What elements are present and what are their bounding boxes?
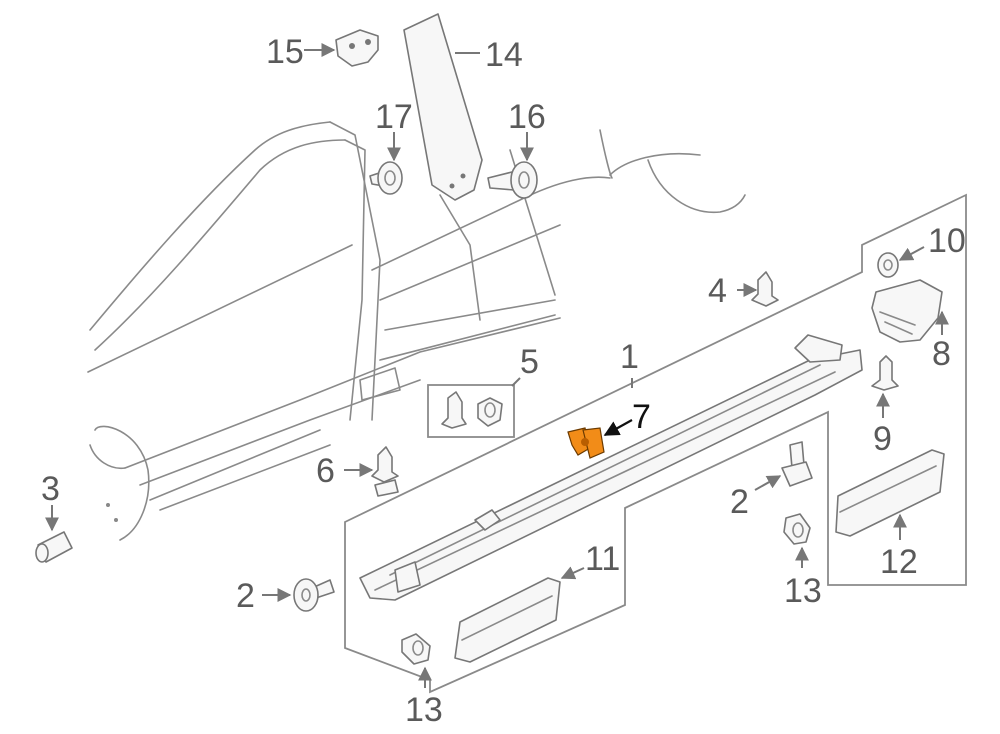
callout-17: 17: [375, 98, 413, 136]
callout-2-left: 2: [236, 577, 255, 615]
callout-15: 15: [266, 33, 304, 71]
callout-9: 9: [873, 420, 892, 458]
callout-13-right: 13: [784, 572, 822, 610]
callout-6: 6: [316, 452, 335, 490]
part-13-grommet-right: [783, 513, 811, 545]
callout-5: 5: [520, 343, 539, 381]
part-17-push-pin: [369, 161, 403, 195]
callout-1: 1: [620, 338, 639, 376]
part-11-moulding: [454, 577, 561, 663]
part-16-push-pin: [487, 161, 538, 199]
callout-13-left: 13: [405, 691, 443, 729]
part-10-nut: [877, 252, 899, 278]
part-5-clip-set: [427, 384, 515, 438]
callout-2-right: 2: [730, 483, 749, 521]
callout-12: 12: [880, 543, 918, 581]
callout-3: 3: [41, 470, 60, 508]
callout-labels: 15 14 17 16 10 4 8 1 5 7 9 6 3 2 11 12 1…: [41, 33, 966, 729]
callout-11: 11: [585, 540, 620, 578]
part-15-bracket: [335, 29, 379, 67]
part-1-rocker-panel: [359, 334, 863, 601]
callout-16: 16: [508, 98, 546, 136]
callout-10: 10: [928, 222, 966, 260]
callout-14: 14: [485, 36, 523, 74]
leader-arrows: [45, 43, 949, 688]
part-2-pin-left: [293, 578, 335, 612]
vehicle-body-outline: [87, 121, 746, 541]
part-3-plug: [35, 531, 73, 563]
callout-7: 7: [632, 398, 651, 436]
part-9-pin: [871, 355, 899, 391]
part-6-clip: [371, 446, 399, 497]
part-8-bracket: [871, 279, 943, 343]
part-14-pillar-trim: [403, 13, 483, 201]
part-12-moulding: [835, 449, 945, 537]
part-7-clip-highlighted: [567, 427, 605, 459]
callout-4: 4: [708, 272, 727, 310]
callout-8: 8: [932, 335, 951, 373]
part-2-bolt-right: [781, 441, 813, 487]
part-13-grommet-left: [401, 633, 431, 665]
